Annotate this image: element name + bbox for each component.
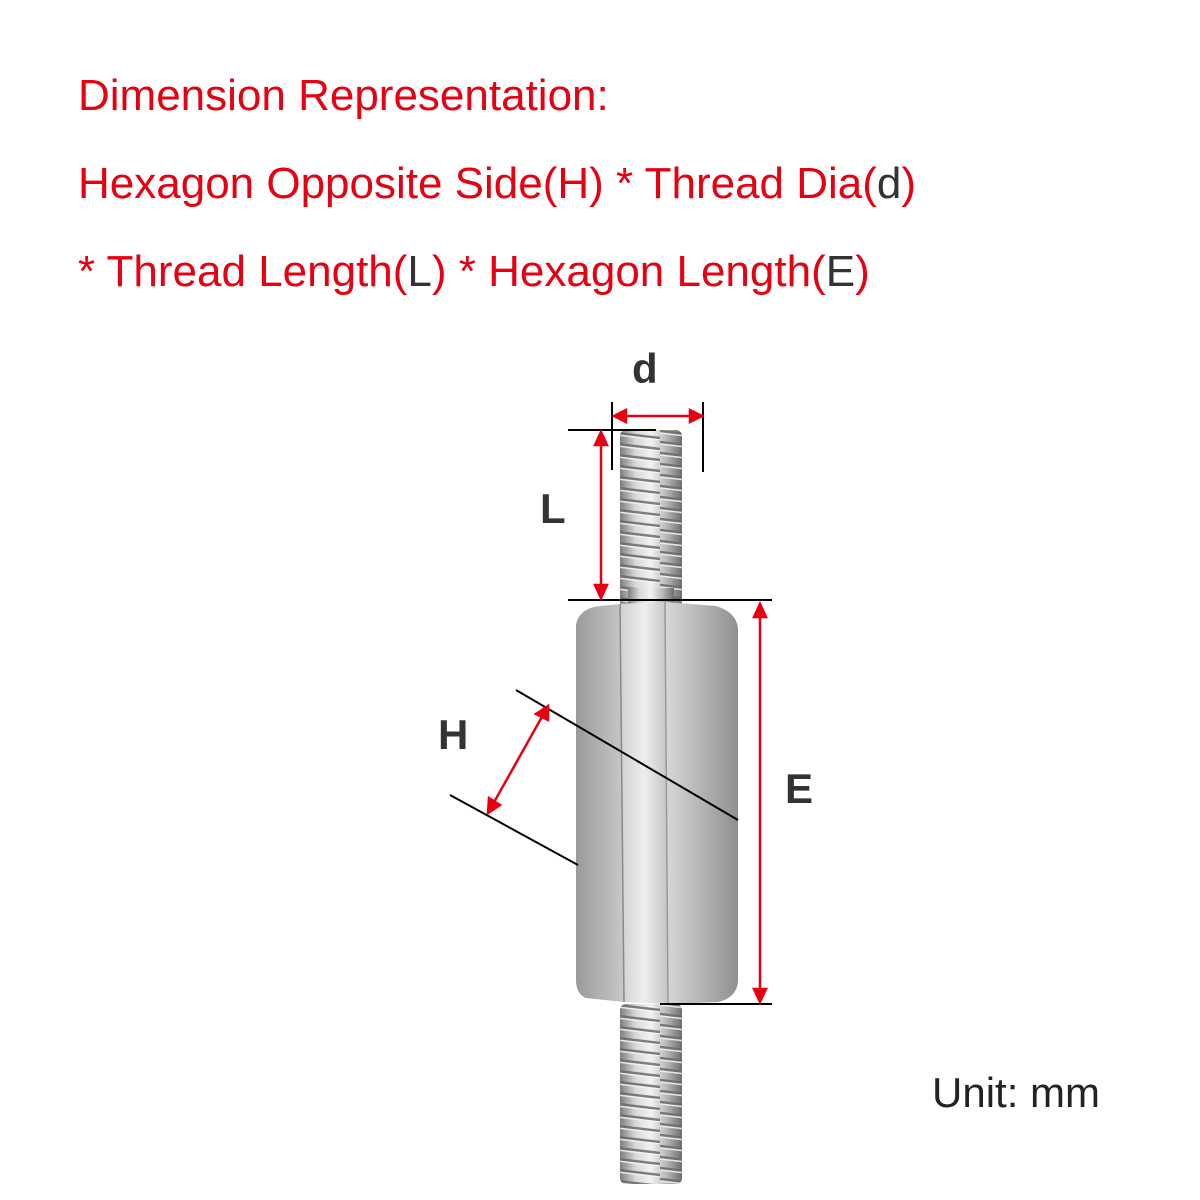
heading-title: Dimension Representation: [78,71,609,120]
formula-var-l: L [407,247,432,296]
formula-var-d: d [876,159,902,208]
formula-text-thread-length: * Thread Length( [78,247,408,296]
label-l: L [540,485,566,532]
unit-label: Unit: mm [932,1069,1100,1116]
upper-thread [620,430,682,614]
h-dimension-line [491,714,545,805]
formula-text-hexagon-thread-dia: Hexagon Opposite Side(H) * Thread Dia( [78,159,877,208]
formula-text-hexagon-length: ) * Hexagon Length( [431,247,826,296]
dimension-arrows [486,407,768,1005]
hexagon-body [576,601,738,1005]
reference-lines [449,402,772,1005]
formula-close-paren: ) [901,159,917,208]
lower-thread [620,1004,682,1184]
label-e: E [785,765,814,812]
label-h: H [438,711,469,758]
formula-close-paren-2: ) [855,247,870,296]
formula-var-e: E [825,247,856,296]
heading-formula-line-1: Hexagon Opposite Side(H) * Thread Dia(d) [78,162,916,206]
label-d: d [632,345,658,392]
heading-formula-line-2: * Thread Length(L) * Hexagon Length(E) [78,250,870,294]
